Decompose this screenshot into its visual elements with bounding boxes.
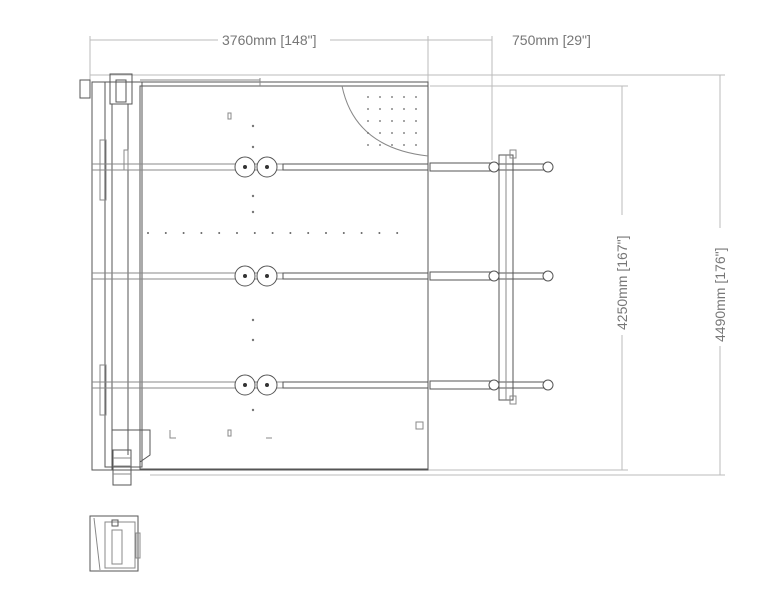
vacuum-hole — [403, 120, 405, 122]
vacuum-hole — [253, 232, 256, 234]
dimension-overall-depth: 4490mm [176"] — [712, 248, 728, 342]
roller-hub — [265, 383, 269, 387]
vacuum-hole — [307, 232, 310, 234]
arm-end-knob — [542, 161, 554, 173]
vacuum-hole — [251, 210, 255, 214]
roller-hub — [243, 165, 247, 169]
extension-arm — [429, 162, 491, 172]
vacuum-hole — [378, 232, 381, 234]
vacuum-hole — [367, 120, 369, 122]
vacuum-hole — [403, 144, 405, 146]
vacuum-hole — [236, 232, 238, 234]
vacuum-hole — [379, 96, 381, 98]
vacuum-hole — [251, 408, 255, 412]
vacuum-hole — [367, 132, 369, 134]
rail-track — [282, 163, 429, 171]
vacuum-hole — [415, 96, 417, 98]
vacuum-hole — [391, 120, 393, 122]
rail-track — [282, 381, 429, 389]
dimension-lines — [89, 36, 725, 476]
arm-end-knob — [542, 379, 554, 391]
dimension-table-width: 3760mm [148"] — [222, 32, 316, 48]
vacuum-hole — [251, 124, 255, 128]
vacuum-hole — [251, 338, 255, 342]
vacuum-hole — [182, 232, 185, 234]
roller-hub — [243, 274, 247, 278]
vacuum-hole — [379, 108, 381, 110]
vacuum-hole — [251, 318, 255, 322]
vacuum-hole — [360, 232, 363, 234]
vacuum-hole — [391, 108, 393, 110]
vacuum-hole — [325, 232, 327, 234]
vacuum-hole — [379, 120, 381, 122]
vacuum-hole — [271, 232, 274, 234]
roller-hub — [265, 165, 269, 169]
roller-rail — [92, 374, 554, 396]
vacuum-hole — [391, 96, 393, 98]
vacuum-hole — [415, 120, 417, 122]
vacuum-hole — [164, 232, 167, 234]
vacuum-hole — [403, 132, 405, 134]
rail-track — [282, 272, 429, 280]
arm-end-knob — [542, 270, 554, 282]
arm-clamp — [488, 161, 500, 173]
gantry — [79, 73, 151, 486]
extension-arm — [429, 380, 491, 390]
arm-clamp — [488, 270, 500, 282]
vacuum-hole — [367, 144, 369, 146]
roller-rails — [92, 156, 554, 396]
vacuum-hole-grid — [147, 96, 417, 412]
vacuum-hole — [367, 96, 369, 98]
roller-hub — [243, 383, 247, 387]
vacuum-hole — [415, 144, 417, 146]
vacuum-hole — [342, 232, 345, 234]
extension-arm — [429, 271, 491, 281]
vacuum-hole — [379, 132, 381, 134]
vacuum-hole — [415, 132, 417, 134]
vacuum-hole — [403, 108, 405, 110]
side-view-drawing — [89, 515, 141, 572]
vacuum-hole — [396, 232, 399, 234]
vacuum-hole — [415, 108, 417, 110]
arm-clamp — [488, 379, 500, 391]
extension-frame — [498, 149, 517, 405]
vacuum-hole — [379, 144, 381, 146]
vacuum-hole — [251, 145, 255, 149]
dimension-extension-width: 750mm [29"] — [512, 32, 591, 48]
vacuum-hole — [391, 132, 393, 134]
vacuum-hole — [367, 108, 369, 110]
vacuum-hole — [147, 232, 149, 234]
vacuum-hole — [251, 194, 255, 198]
vacuum-hole — [391, 144, 393, 146]
dimension-table-depth: 4250mm [167"] — [614, 236, 630, 330]
vacuum-hole — [200, 232, 203, 234]
roller-rail — [92, 156, 554, 178]
roller-hub — [265, 274, 269, 278]
vacuum-hole — [403, 96, 405, 98]
vacuum-hole — [289, 232, 292, 234]
vacuum-hole — [218, 232, 221, 234]
roller-rail — [92, 265, 554, 287]
